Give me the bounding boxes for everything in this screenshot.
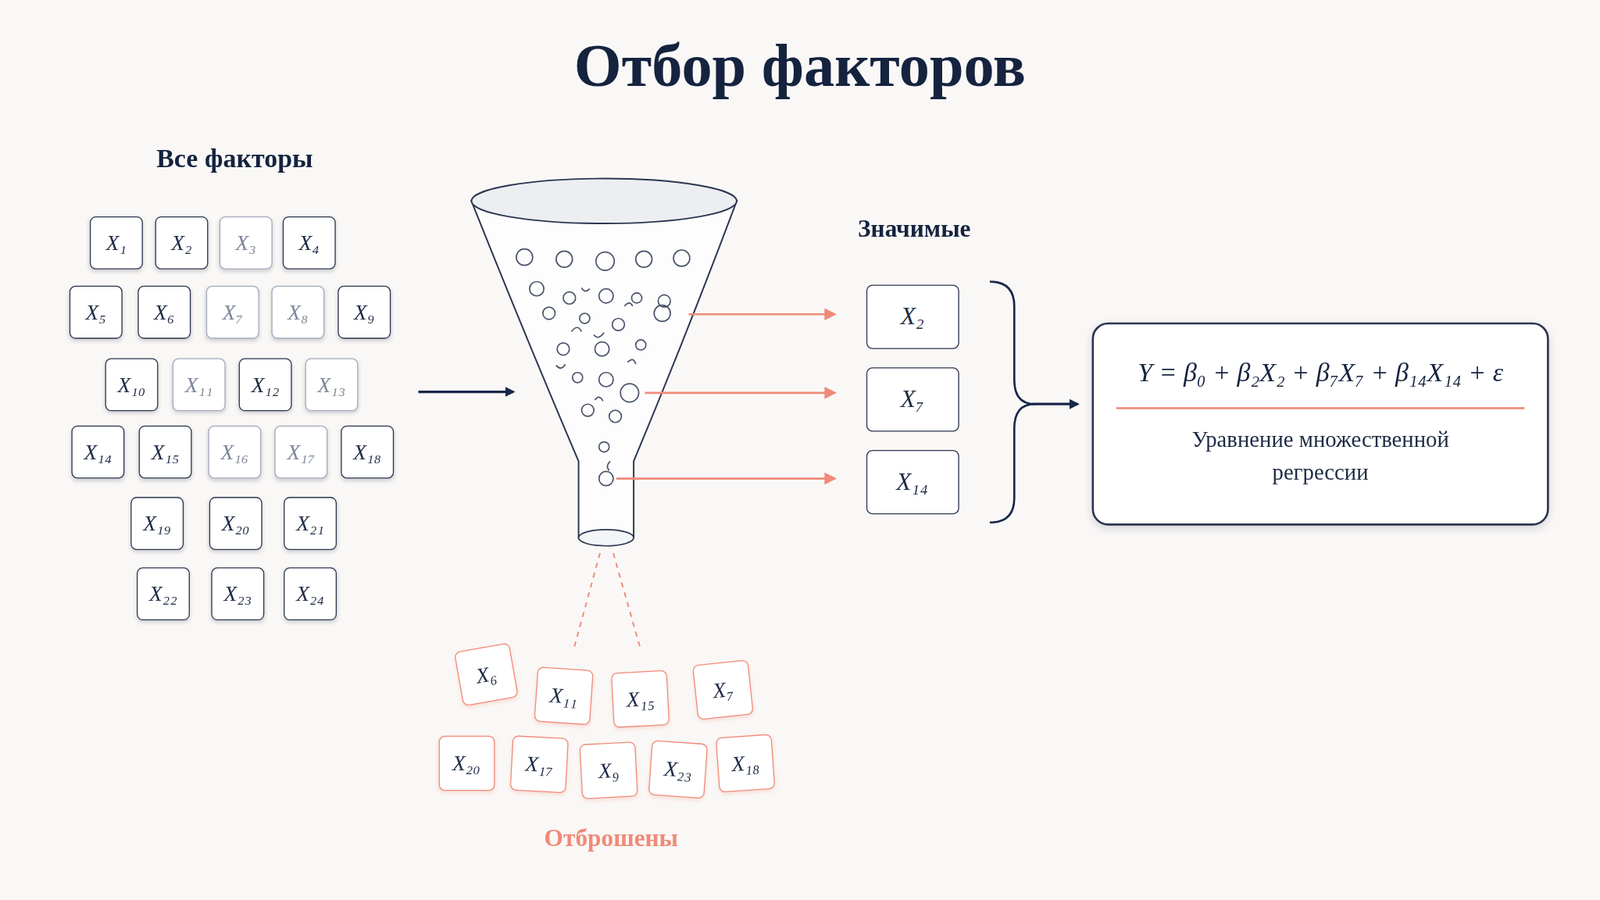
drop-line xyxy=(573,553,600,650)
factor-box: X₁₁ xyxy=(172,357,226,411)
factor-box: X₆ xyxy=(137,285,191,340)
factor-box: X₇ xyxy=(206,285,260,340)
factor-box: X₄ xyxy=(282,216,336,270)
factor-box: X₂ xyxy=(155,216,209,270)
factor-box: X₁₀ xyxy=(105,357,159,411)
divider-line xyxy=(1116,407,1525,409)
funnel-outlet xyxy=(578,529,635,547)
factor-box: X₁₃ xyxy=(305,357,359,411)
factor-name: X₂₁ xyxy=(296,510,325,537)
factor-name: X₁₀ xyxy=(117,371,147,398)
factor-name: X₆ xyxy=(153,299,175,325)
section-label: Все факторы xyxy=(30,143,439,175)
factor-name: X₉ xyxy=(596,757,619,784)
factor-name: X₁ xyxy=(106,230,127,257)
factor-name: X₁₄ xyxy=(83,439,112,465)
significant-factor: X₂ xyxy=(865,284,959,349)
funnel-top xyxy=(471,178,737,224)
factor-box: X₈ xyxy=(271,285,325,340)
factor-name: X₁₈ xyxy=(353,439,382,465)
funnel-particles xyxy=(516,249,690,486)
factor-box: X₁₈ xyxy=(340,425,394,479)
discarded-factor: X₆ xyxy=(453,642,518,707)
significant-factor: X₇ xyxy=(865,367,959,432)
result-arrow xyxy=(1032,403,1078,406)
select-arrow xyxy=(644,392,835,395)
discarded-factor: X₉ xyxy=(578,741,638,800)
factor-name: X₂ xyxy=(900,302,925,330)
factor-box: X₅ xyxy=(69,285,123,340)
equation: Y = β₀ + β₂X₂ + β₇X₇ + β₁₄X₁₄ + ε xyxy=(1137,358,1504,390)
equation-box: Y = β₀ + β₂X₂ + β₇X₇ + β₁₄X₁₄ + ε Уравнен… xyxy=(1092,321,1550,525)
drop-line xyxy=(613,553,641,650)
factor-name: X₄ xyxy=(299,230,320,257)
factor-name: X₂₀ xyxy=(221,510,250,537)
factor-box: X₁₄ xyxy=(71,425,125,479)
factor-name: X₈ xyxy=(287,299,308,325)
brace xyxy=(989,281,1035,522)
discarded-factor: X₁₅ xyxy=(610,670,669,729)
factor-name: X₂₃ xyxy=(223,581,252,608)
select-arrow xyxy=(616,477,836,480)
factor-name: X₇ xyxy=(222,299,243,325)
discarded-factor: X₁₈ xyxy=(714,733,775,793)
factor-name: X₁₆ xyxy=(220,439,249,465)
discarded-factor: X₁₁ xyxy=(533,666,594,725)
discarded-factor: X₂₀ xyxy=(438,735,495,792)
input-arrow xyxy=(418,390,514,393)
discarded-factor: X₇ xyxy=(691,659,754,721)
factor-name: X₇ xyxy=(900,385,925,413)
factor-name: X₁₇ xyxy=(524,750,554,778)
discarded-factor: X₁₇ xyxy=(509,735,568,793)
factor-box: X₉ xyxy=(337,285,391,340)
factor-name: X₃ xyxy=(235,230,257,257)
factor-name: X₁₇ xyxy=(286,439,315,465)
factor-box: X₂₁ xyxy=(283,496,337,550)
select-arrow xyxy=(689,313,836,316)
factor-name: X₂₃ xyxy=(662,755,693,783)
factor-name: X₂ xyxy=(171,230,192,257)
section-label: Отброшены xyxy=(407,824,815,852)
section-label: Значимые xyxy=(710,215,1118,243)
factor-name: X₁₁ xyxy=(185,371,214,398)
factor-name: X₇ xyxy=(710,675,735,704)
funnel-body xyxy=(471,200,737,538)
factor-box: X₂₂ xyxy=(136,567,190,621)
factor-name: X₅ xyxy=(85,299,107,325)
factor-name: X₁₄ xyxy=(896,467,929,496)
factor-name: X₁₅ xyxy=(151,439,180,465)
factor-box: X₁₉ xyxy=(130,496,184,550)
factor-name: X₆ xyxy=(473,660,499,690)
factor-name: X₁₅ xyxy=(625,685,654,712)
factor-box: X₁₅ xyxy=(139,425,193,479)
factor-box: X₂₃ xyxy=(210,567,265,621)
factor-name: X₁₁ xyxy=(548,682,579,710)
significant-factor: X₁₄ xyxy=(865,449,959,514)
factor-box: X₂₄ xyxy=(283,567,337,621)
factor-box: X₁₆ xyxy=(207,425,261,479)
factor-name: X₂₀ xyxy=(452,750,481,777)
factor-name: X₁₂ xyxy=(251,371,280,398)
equation-caption: Уравнение множественной регрессии xyxy=(1157,423,1484,490)
factor-box: X₁₂ xyxy=(239,357,293,411)
factor-box: X₃ xyxy=(219,216,273,270)
discarded-factor: X₂₃ xyxy=(647,739,708,799)
factor-name: X₁₉ xyxy=(142,510,172,537)
title: Отбор факторов xyxy=(0,30,1600,101)
factor-box: X₁₇ xyxy=(274,425,328,479)
factor-name: X₁₈ xyxy=(729,749,760,777)
factor-name: X₂₂ xyxy=(149,581,178,608)
factor-box: X₁ xyxy=(89,216,143,270)
factor-box: X₂₀ xyxy=(209,496,263,550)
factor-name: X₁₃ xyxy=(317,371,347,398)
factor-name: X₂₄ xyxy=(296,581,325,608)
factor-name: X₉ xyxy=(353,299,375,325)
